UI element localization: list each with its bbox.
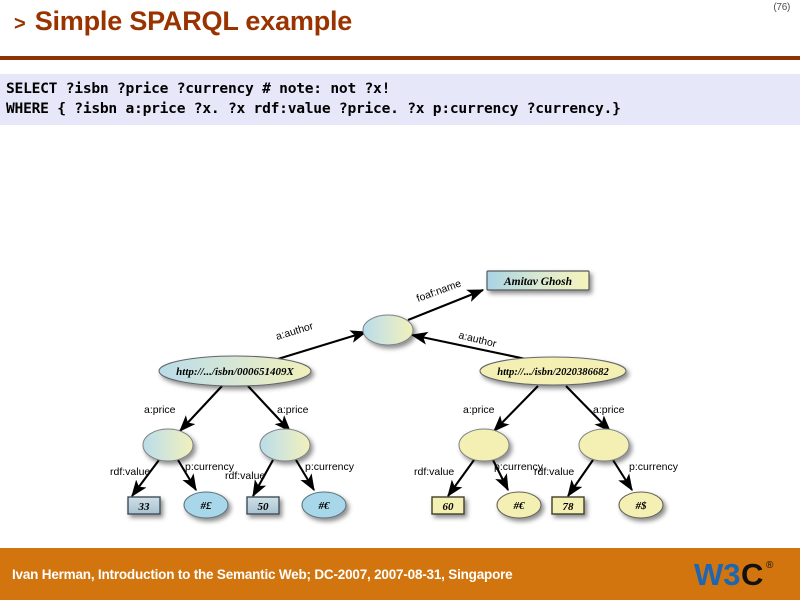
footer-attribution: Ivan Herman, Introduction to the Semanti… bbox=[12, 567, 513, 582]
w3c-logo-w3: W3 bbox=[694, 557, 741, 592]
edge-label-p-currency-2: p:currency bbox=[305, 461, 355, 473]
edge-label-a-price-4: a:price bbox=[593, 404, 625, 416]
title-bullet-icon: > bbox=[14, 13, 26, 35]
node-price-blank-3 bbox=[458, 428, 510, 462]
edge-label-rdf-value-3: rdf:value bbox=[414, 466, 454, 478]
node-isbn-left-label: http://.../isbn/000651409X bbox=[176, 366, 294, 378]
edge-label-p-currency-3: p:currency bbox=[494, 461, 544, 473]
node-value-60: 60 bbox=[431, 496, 465, 515]
node-price-blank-4 bbox=[578, 428, 630, 462]
edge-label-p-currency-1: p:currency bbox=[185, 461, 235, 473]
node-currency-eur-1: #€ bbox=[301, 491, 347, 519]
node-value-33: 33 bbox=[127, 496, 161, 515]
node-currency-eur-1-label: #€ bbox=[318, 500, 331, 512]
node-price-blank-2 bbox=[259, 428, 311, 462]
node-value-78: 78 bbox=[551, 496, 585, 515]
node-currency-gbp: #£ bbox=[183, 491, 229, 519]
node-value-50: 50 bbox=[246, 496, 280, 515]
node-currency-gbp-label: #£ bbox=[200, 500, 213, 512]
w3c-logo: W3 C ® bbox=[694, 557, 774, 592]
node-isbn-left: http://.../isbn/000651409X bbox=[158, 355, 312, 387]
node-currency-usd: #$ bbox=[618, 491, 664, 519]
node-price-blank-1 bbox=[142, 428, 194, 462]
node-currency-eur-2: #€ bbox=[496, 491, 542, 519]
edge-label-rdf-value-4: rdf:value bbox=[534, 466, 574, 478]
node-author-name: Amitav Ghosh bbox=[486, 270, 590, 291]
edge-label-a-author-left: a:author bbox=[274, 320, 315, 343]
node-value-50-label: 50 bbox=[258, 501, 270, 513]
node-currency-usd-label: #$ bbox=[635, 500, 648, 512]
node-isbn-right-label: http://.../isbn/2020386682 bbox=[497, 367, 609, 378]
edge-label-a-author-right: a:author bbox=[457, 329, 498, 350]
edge-label-a-price-3: a:price bbox=[463, 404, 495, 416]
header-divider bbox=[0, 56, 800, 60]
code-line-1: SELECT ?isbn ?price ?currency # note: no… bbox=[6, 80, 391, 97]
sparql-code-block: SELECT ?isbn ?price ?currency # note: no… bbox=[0, 74, 800, 125]
w3c-logo-registered-icon: ® bbox=[766, 560, 774, 571]
slide-footer: Ivan Herman, Introduction to the Semanti… bbox=[0, 545, 800, 600]
edge-label-p-currency-4: p:currency bbox=[629, 461, 679, 473]
rdf-graph-diagram: Amitav Ghosh http://.../isbn/000651409X … bbox=[0, 150, 800, 550]
node-value-78-label: 78 bbox=[563, 501, 575, 513]
edge-label-a-price-2: a:price bbox=[277, 404, 309, 416]
edge-label-rdf-value-2: rdf:value bbox=[225, 470, 265, 482]
node-isbn-right: http://.../isbn/2020386682 bbox=[479, 356, 627, 386]
edge-label-a-price-1: a:price bbox=[144, 404, 176, 416]
w3c-logo-c: C bbox=[741, 557, 763, 592]
code-line-2: WHERE { ?isbn a:price ?x. ?x rdf:value ?… bbox=[6, 100, 621, 117]
title-text: Simple SPARQL example bbox=[34, 6, 353, 36]
node-value-33-label: 33 bbox=[138, 501, 151, 513]
graph-edges bbox=[131, 289, 633, 498]
page-number: (76) bbox=[773, 2, 790, 13]
page-title: > Simple SPARQL example bbox=[14, 8, 352, 35]
node-value-60-label: 60 bbox=[443, 501, 455, 513]
node-currency-eur-2-label: #€ bbox=[513, 500, 526, 512]
edge-label-rdf-value-1: rdf:value bbox=[110, 466, 150, 478]
node-author-name-label: Amitav Ghosh bbox=[503, 276, 572, 288]
node-author-blank bbox=[362, 314, 414, 346]
